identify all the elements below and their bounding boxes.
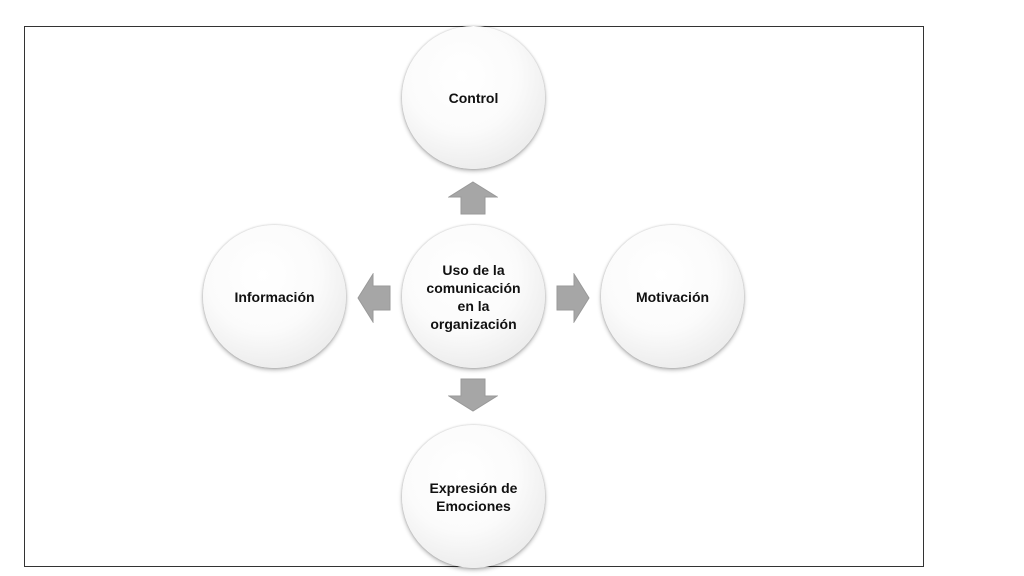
node-center: Uso de la comunicación en la organizació… xyxy=(402,225,545,368)
node-right: Motivación xyxy=(601,225,744,368)
node-left-label: Información xyxy=(234,288,315,305)
arrow-left-icon xyxy=(357,273,391,323)
node-bottom: Expresión de Emociones xyxy=(402,425,545,568)
node-right-label: Motivación xyxy=(635,288,710,305)
node-top: Control xyxy=(402,26,545,169)
arrow-down-icon xyxy=(448,378,498,412)
node-center-label: Uso de la comunicación en la organizació… xyxy=(426,261,521,332)
node-top-label: Control xyxy=(448,89,499,106)
arrow-up-icon xyxy=(448,181,498,215)
node-left: Información xyxy=(203,225,346,368)
node-bottom-label: Expresión de Emociones xyxy=(429,479,518,514)
arrow-right-icon xyxy=(556,273,590,323)
